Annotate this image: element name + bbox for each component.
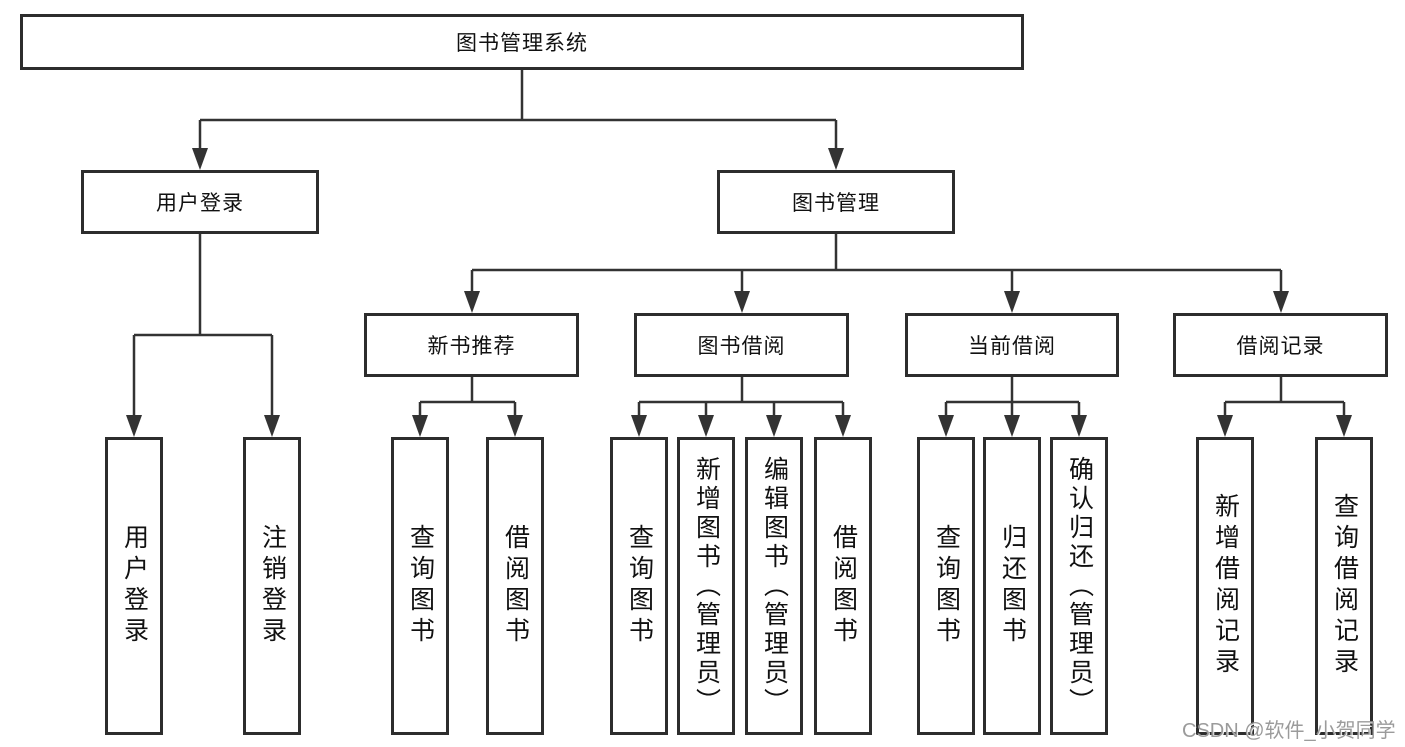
node-current-borrow: 当前借阅 xyxy=(905,313,1119,377)
node-user-login: 用户登录 xyxy=(81,170,319,234)
node-book-borrow: 图书借阅 xyxy=(634,313,849,377)
leaf-return-books: 归还图书 xyxy=(983,437,1041,735)
leaf-newbook-query-books: 查询图书 xyxy=(391,437,449,735)
node-new-book-recommend: 新书推荐 xyxy=(364,313,579,377)
node-root-library-management-system: 图书管理系统 xyxy=(20,14,1024,70)
leaf-user-login: 用户登录 xyxy=(105,437,163,735)
leaf-newbook-borrow-books: 借阅图书 xyxy=(486,437,544,735)
node-borrow-records: 借阅记录 xyxy=(1173,313,1388,377)
leaf-borrow-query-books: 查询图书 xyxy=(610,437,668,735)
node-book-management: 图书管理 xyxy=(717,170,955,234)
leaf-borrow-books: 借阅图书 xyxy=(814,437,872,735)
leaf-confirm-return-admin: 确认归还（管理员） xyxy=(1050,437,1108,735)
csdn-watermark: CSDN @软件_小贺同学 xyxy=(1182,720,1396,742)
leaf-current-query-books: 查询图书 xyxy=(917,437,975,735)
leaf-query-borrow-record: 查询借阅记录 xyxy=(1315,437,1373,735)
leaf-logout: 注销登录 xyxy=(243,437,301,735)
leaf-edit-books-admin: 编辑图书（管理员） xyxy=(745,437,803,735)
arrowheads xyxy=(126,148,1352,437)
leaf-add-borrow-record: 新增借阅记录 xyxy=(1196,437,1254,735)
leaf-add-books-admin: 新增图书（管理员） xyxy=(677,437,735,735)
